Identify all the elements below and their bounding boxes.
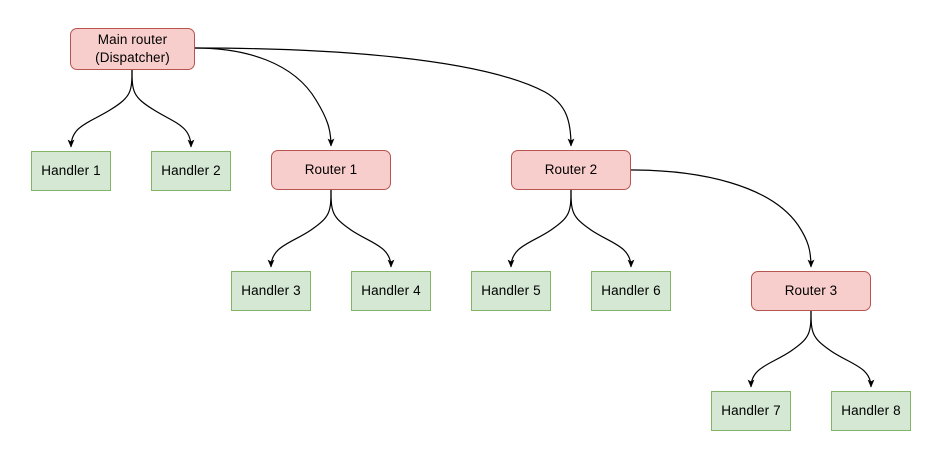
node-router-2-label: Router 2: [544, 161, 598, 177]
edge-router-3-to-handler-8: [810, 310, 875, 388]
node-handler-1-label: Handler 1: [41, 162, 101, 178]
node-handler-2-label: Handler 2: [161, 162, 221, 178]
node-handler-2[interactable]: Handler 2: [151, 151, 231, 191]
edge-main-router-to-router-1: [194, 47, 335, 147]
edge-main-router-to-router-2: [194, 47, 575, 147]
node-router-3-label: Router 3: [784, 282, 838, 298]
node-main-router-label: Main router (Dispatcher): [95, 31, 170, 65]
node-main-router[interactable]: Main router (Dispatcher): [70, 28, 195, 70]
node-handler-4-label: Handler 4: [361, 282, 421, 298]
node-router-2[interactable]: Router 2: [511, 150, 631, 190]
node-handler-3-label: Handler 3: [241, 282, 301, 298]
node-handler-4[interactable]: Handler 4: [351, 271, 431, 311]
edge-main-router-to-handler-1: [67, 69, 133, 148]
node-handler-7-label: Handler 7: [721, 402, 781, 418]
edge-main-router-to-handler-2: [131, 69, 195, 148]
edge-router-2-to-handler-5: [507, 189, 572, 268]
node-handler-1[interactable]: Handler 1: [31, 151, 111, 191]
node-handler-7[interactable]: Handler 7: [711, 391, 791, 431]
node-handler-3[interactable]: Handler 3: [231, 271, 311, 311]
edge-router-1-to-handler-3: [267, 189, 332, 268]
edge-router-1-to-handler-4: [330, 189, 395, 268]
node-handler-6[interactable]: Handler 6: [591, 271, 671, 311]
node-router-1-label: Router 1: [304, 161, 358, 177]
edge-router-3-to-handler-7: [747, 310, 812, 388]
node-handler-5-label: Handler 5: [481, 282, 541, 298]
node-router-3[interactable]: Router 3: [751, 271, 871, 311]
node-handler-5[interactable]: Handler 5: [471, 271, 551, 311]
node-router-1[interactable]: Router 1: [271, 150, 391, 190]
node-handler-8[interactable]: Handler 8: [831, 391, 911, 431]
node-handler-8-label: Handler 8: [841, 402, 901, 418]
node-handler-6-label: Handler 6: [601, 282, 661, 298]
edge-router-2-to-router-3: [630, 169, 815, 268]
edge-router-2-to-handler-6: [570, 189, 635, 268]
